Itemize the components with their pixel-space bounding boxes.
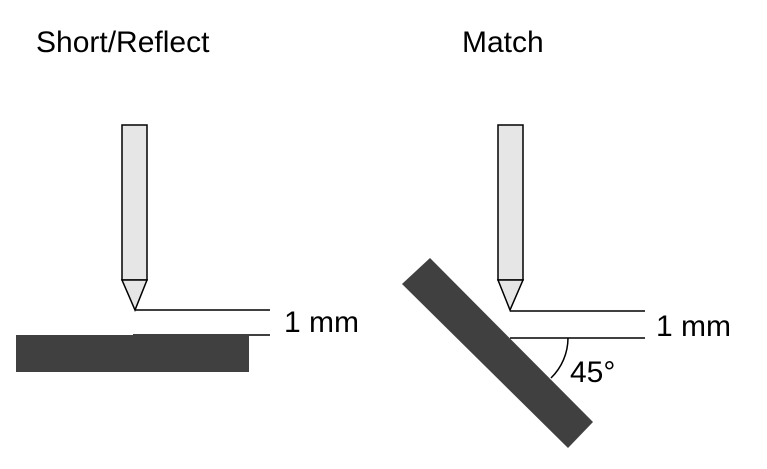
short-reflect-title: Short/Reflect (36, 26, 210, 59)
match-panel: Match 1 mm 45° (402, 26, 731, 448)
probe-body (497, 124, 524, 281)
probe-match (496, 124, 525, 312)
reflect-surface (16, 335, 249, 372)
short-reflect-panel: Short/Reflect 1 mm (16, 26, 359, 372)
probe-tip (120, 279, 149, 312)
angle-arc (550, 337, 569, 379)
probe-short (120, 124, 149, 312)
probe-tip (496, 279, 525, 312)
gap-label-short: 1 mm (284, 306, 359, 339)
probe-body (121, 124, 148, 281)
match-title: Match (462, 26, 544, 59)
angle-label: 45° (570, 356, 615, 389)
gap-label-match: 1 mm (656, 310, 731, 343)
match-surface (402, 258, 593, 448)
